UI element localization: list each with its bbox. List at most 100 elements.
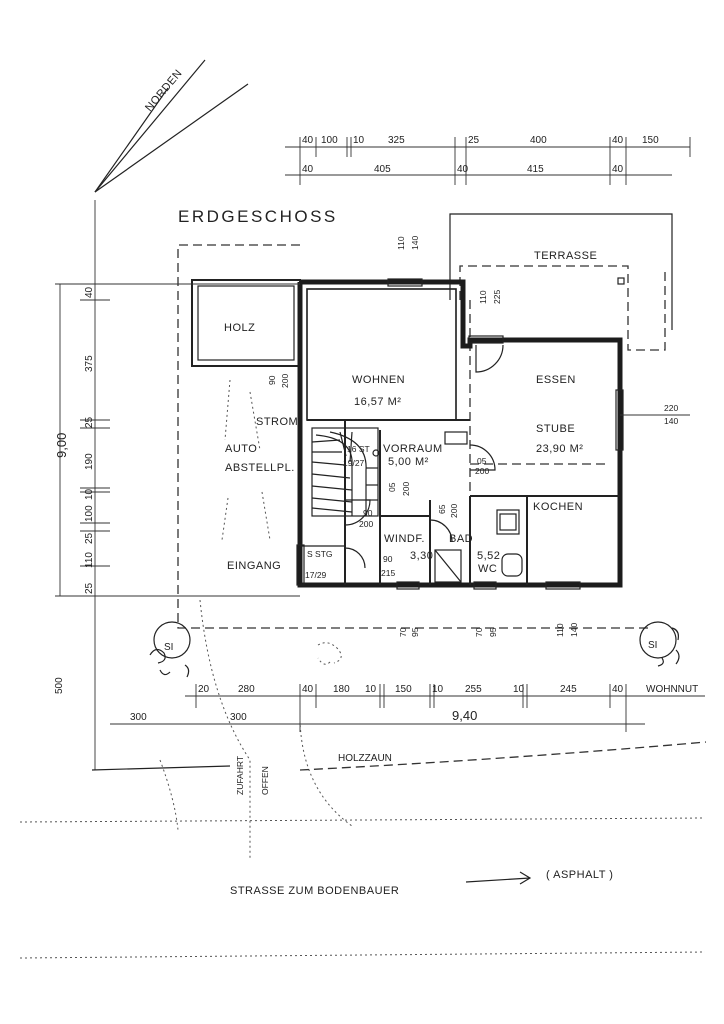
room-terrasse: TERRASSE [534,250,597,262]
door-kitchen-a: 05 [477,456,487,466]
house-walls [297,279,623,588]
windows [296,278,624,590]
door-eingang-a: 90 [383,554,393,564]
dim-top2-0: 40 [302,164,314,175]
dim-bottom1-1: 280 [238,684,255,695]
room-stube-area: 23,90 M² [536,443,583,455]
bath-fixtures [434,431,523,583]
street: STRASSE ZUM BODENBAUER ( ASPHALT ) [19,817,706,959]
door-bad-a: 65 [437,504,447,514]
tree-right-label: SI [648,640,657,651]
room-abstellpl: ABSTELLPL. [225,462,295,474]
dim-left-total: 9,00 [54,433,69,458]
door-b3-a: 110 [555,623,565,637]
room-labels: WOHNEN 16,57 M² ESSEN STUBE 23,90 M² STR… [225,374,583,580]
driveway: ZUFAHRT OFFEN [159,599,353,860]
dim-left-4: 10 [84,488,95,500]
dim-bottom1-9: 245 [560,684,577,695]
dim-bottom1-6: 10 [432,684,444,695]
room-wc-area: 5,52 [477,550,500,562]
plan-title: ERDGESCHOSS [178,207,338,226]
dim-bottom1-4: 10 [365,684,377,695]
dim-bottom1-5: 150 [395,684,412,695]
stair-count: 16 ST [347,444,370,454]
wohnnut-label: WOHNNUT [646,684,698,695]
stairs: 16 ST 19/27 [311,427,380,517]
holzzaun-label: HOLZZAUN [338,753,392,764]
door-b1-b: 95 [410,627,420,637]
bottom-dimensions: 20 280 40 180 10 150 10 255 10 245 40 WO… [110,684,705,732]
dim-top1-1: 100 [321,135,338,146]
door-s2-b: 225 [492,290,502,304]
left-dimensions: 40 375 25 190 10 100 25 110 25 9,00 500 [54,200,300,770]
door-swings [344,344,504,569]
dim-left-3: 190 [84,453,95,470]
top-dimensions: 40 100 10 325 25 400 40 150 40 405 40 41… [285,135,691,185]
dim-bottom1-2: 40 [302,684,314,695]
door-s1-a: 110 [396,236,406,250]
room-wohnen-area: 16,57 M² [354,396,401,408]
dim-left-6: 25 [84,532,95,544]
holz-shed: HOLZ 90 200 [191,279,301,388]
door-b2-a: 70 [474,627,484,637]
room-strom: STROM [256,416,298,428]
dim-left-1: 375 [84,355,95,372]
room-bad: BAD [449,533,473,545]
street-label: STRASSE ZUM BODENBAUER [230,885,399,897]
tree-right: SI [639,621,680,667]
door-stairs-b: 200 [359,519,373,529]
dim-top1-5: 400 [530,135,547,146]
stair-ratio: 19/27 [343,458,365,468]
dim-top2-3: 415 [527,164,544,175]
tree-left-label: SI [164,642,173,653]
dim-top2-4: 40 [612,164,624,175]
fence: HOLZZAUN [91,741,707,771]
north-arrow: NORDEN [94,59,249,193]
dim-top1-2: 10 [353,135,365,146]
dim-bottom1-8: 10 [513,684,525,695]
dim-left-0: 40 [84,286,95,298]
dim-top2-1: 405 [374,164,391,175]
asphalt-label: ( ASPHALT ) [546,869,613,881]
room-stube: STUBE [536,423,575,435]
room-windf: WINDF. [384,533,425,545]
dim-bottom1-7: 255 [465,684,482,695]
room-wc: WC [478,563,497,575]
zufahrt-label: ZUFAHRT [235,756,245,795]
carport-outline [177,244,650,629]
dim-bottom1-10: 40 [612,684,624,695]
room-vorraum-area: 5,00 M² [388,456,429,468]
door-bad-b: 200 [449,504,459,518]
dim-top2-2: 40 [457,164,469,175]
door-stairs-a: 90 [363,508,373,518]
dim-bottom1-3: 180 [333,684,350,695]
room-eingang: EINGANG [227,560,281,572]
door-eingang-b: 215 [381,568,395,578]
room-kochen: KOCHEN [533,501,583,513]
door-vorraum-a: 05 [387,482,397,492]
dim-left-5: 100 [84,505,95,522]
offen-label: OFFEN [260,766,270,795]
dim-left-8: 25 [84,582,95,594]
door-s2-a: 110 [478,290,488,304]
room-auto: AUTO [225,443,257,455]
dim-top1-0: 40 [302,135,314,146]
dim-left-7: 110 [84,552,95,568]
room-holz: HOLZ [224,322,255,334]
dim-top1-6: 40 [612,135,624,146]
north-label: NORDEN [143,67,185,114]
terrace-outline: TERRASSE [449,213,673,351]
room-essen: ESSEN [536,374,576,386]
dim-bottom-total: 9,40 [452,708,477,723]
dim-top1-3: 325 [388,135,405,146]
room-sstg-val: 17/29 [305,570,327,580]
door-holz-b: 200 [280,374,290,388]
door-b1-a: 70 [398,627,408,637]
door-dimensions: 110 140 110 225 220 140 05 200 05 200 90… [359,236,690,637]
door-vorraum-b: 200 [401,482,411,496]
door-b2-b: 95 [488,627,498,637]
dim-left-2: 25 [84,416,95,428]
room-vorraum: VORRAUM [383,443,443,455]
room-sstg: S STG [307,549,333,559]
dim-bottom2-1: 300 [230,712,247,723]
